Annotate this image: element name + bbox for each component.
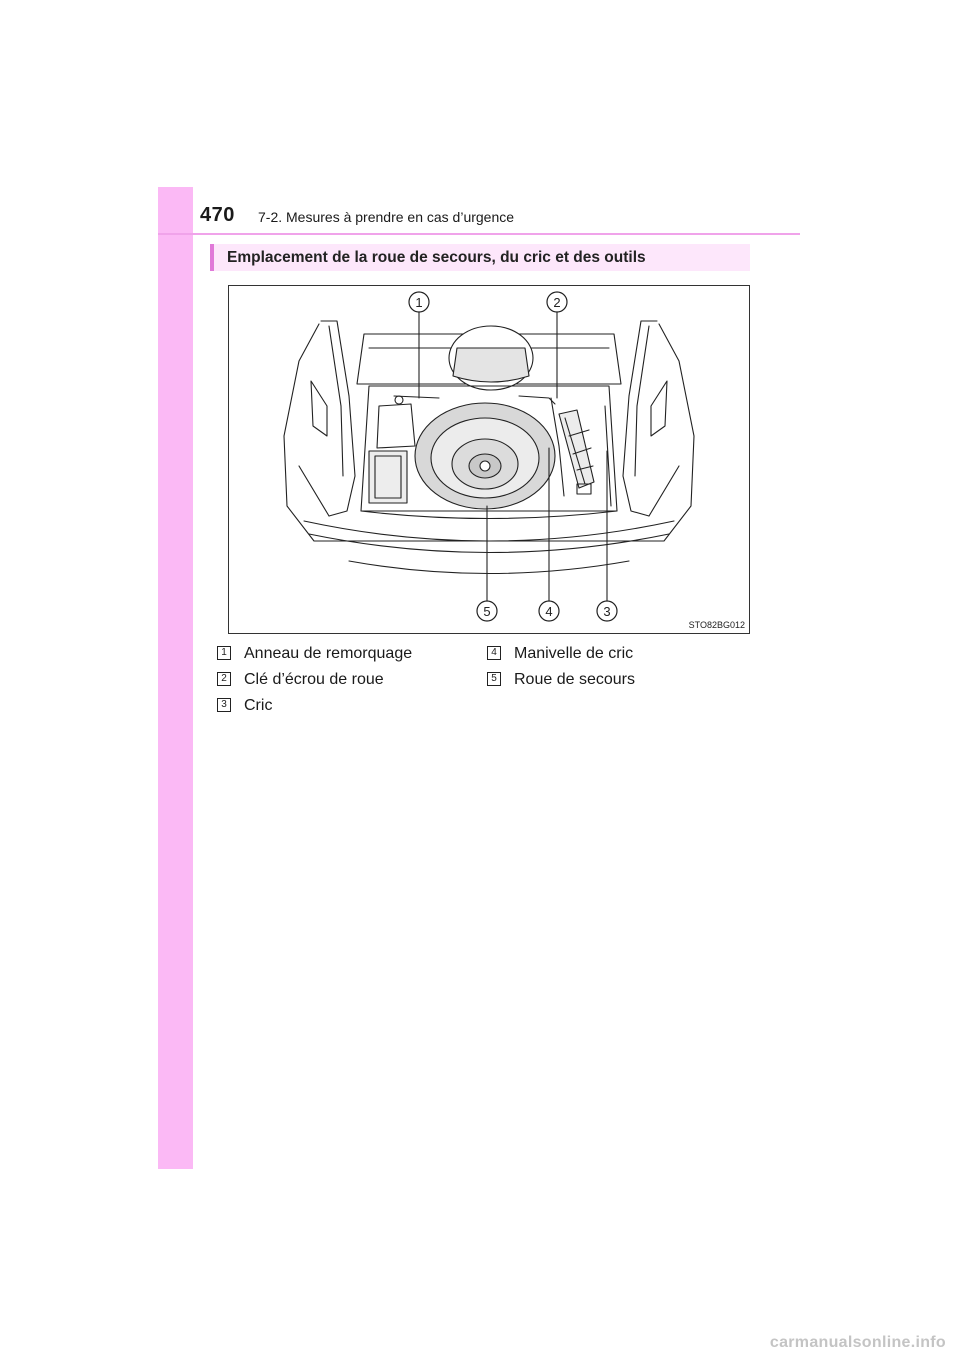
callout-3-label: 3 <box>603 604 610 619</box>
callout-legend: 1 Anneau de remorquage 2 Clé d’écrou de … <box>0 645 960 725</box>
section-title: Emplacement de la roue de secours, du cr… <box>227 249 646 266</box>
legend-number: 4 <box>487 646 501 660</box>
figure-code: STO82BG012 <box>688 620 745 630</box>
callout-4: 4 <box>538 600 560 622</box>
legend-number: 2 <box>217 672 231 686</box>
callout-5-label: 5 <box>483 604 490 619</box>
legend-number: 3 <box>217 698 231 712</box>
legend-label: Roue de secours <box>514 671 635 688</box>
callout-5: 5 <box>476 600 498 622</box>
callout-1: 1 <box>408 291 430 313</box>
trunk-drawing: 1 2 5 4 3 <box>283 291 695 622</box>
legend-label: Manivelle de cric <box>514 645 634 662</box>
callout-1-label: 1 <box>415 295 422 310</box>
header-rule <box>158 233 800 235</box>
legend-number: 1 <box>217 646 231 660</box>
callout-3: 3 <box>596 600 618 622</box>
watermark: carmanualsonline.info <box>769 1334 946 1351</box>
legend-label: Cric <box>244 697 273 714</box>
legend-label: Clé d’écrou de roue <box>244 671 384 688</box>
trunk-illustration: 1 2 5 4 3 STO82BG012 <box>228 285 750 634</box>
section-heading-box: Emplacement de la roue de secours, du cr… <box>210 244 750 271</box>
callout-4-label: 4 <box>545 604 552 619</box>
legend-number: 5 <box>487 672 501 686</box>
side-tab-band <box>158 187 193 1169</box>
callout-2: 2 <box>546 291 568 313</box>
chapter-title: 7-2. Mesures à prendre en cas d’urgence <box>258 209 515 225</box>
legend-label: Anneau de remorquage <box>244 645 413 662</box>
page-number: 470 <box>200 204 235 226</box>
callout-2-label: 2 <box>553 295 560 310</box>
